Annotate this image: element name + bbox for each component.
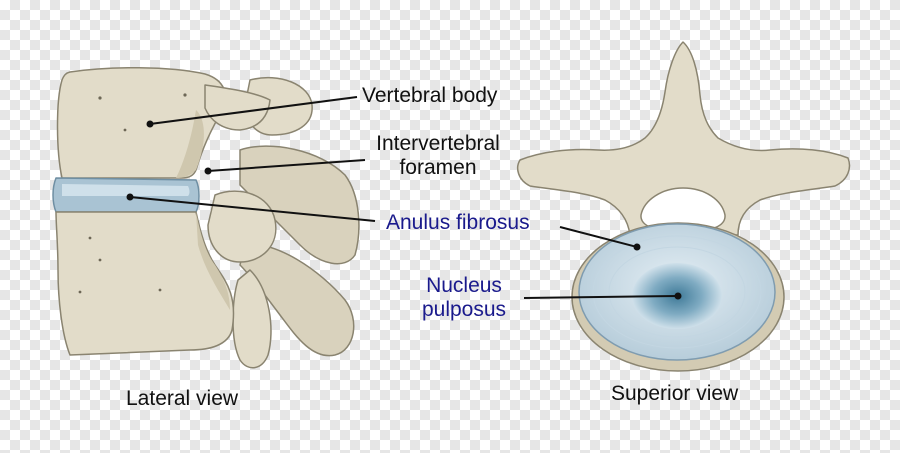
caption-lateral-view: Lateral view	[126, 387, 239, 410]
label-vertebral-body: Vertebral body	[362, 84, 498, 107]
leader-anulus-fibrosus-lateral	[129, 196, 376, 222]
label-intervertebral-foramen-line1: Intervertebral	[376, 132, 500, 155]
lateral-disc-highlight	[62, 184, 190, 196]
leader-vertebral-body	[149, 96, 358, 125]
leader-intervertebral-foramen	[207, 159, 366, 172]
pedicle-upper	[204, 84, 271, 131]
leader-nucleus-pulposus	[523, 295, 679, 299]
superior-view-illustration	[517, 41, 851, 372]
upper-body-shadow	[176, 110, 204, 178]
label-nucleus-pulposus: Nucleus pulposus	[408, 274, 520, 322]
lower-body-shadow	[196, 212, 230, 310]
facet-joint-middle	[207, 190, 277, 263]
label-anulus-fibrosus: Anulus fibrosus	[386, 211, 530, 234]
lateral-view-illustration	[52, 67, 360, 369]
label-nucleus-pulposus-line2: pulposus	[421, 298, 507, 321]
lower-vertebral-body	[55, 211, 235, 356]
label-intervertebral-foramen: Intervertebral foramen	[368, 132, 508, 180]
caption-superior-view: Superior view	[611, 382, 739, 405]
label-intervertebral-foramen-line2: foramen	[399, 156, 477, 179]
leader-anulus-fibrosus-superior	[559, 226, 638, 248]
label-nucleus-pulposus-line1: Nucleus	[426, 274, 502, 297]
